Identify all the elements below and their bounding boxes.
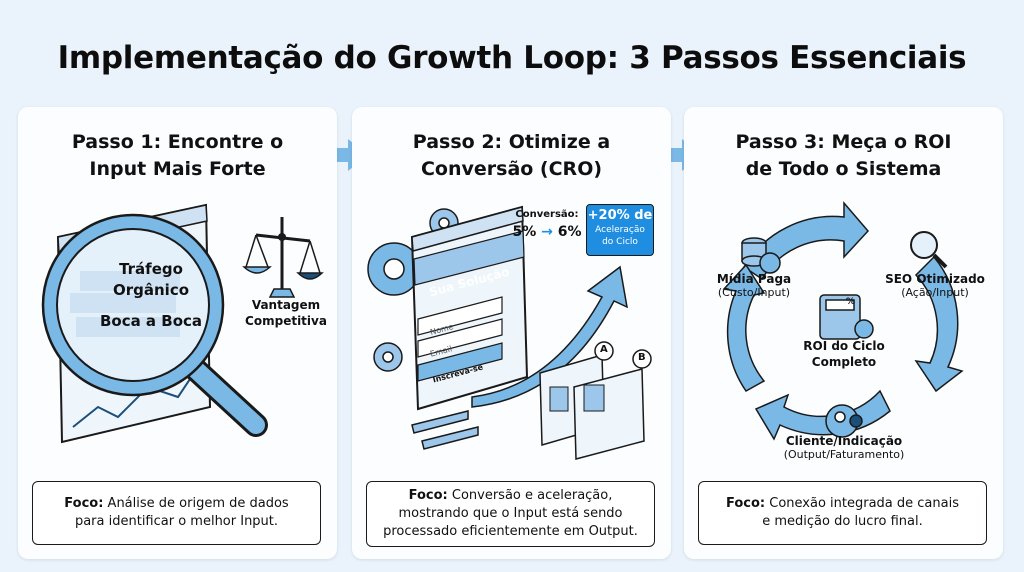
page-title: Implementação do Growth Loop: 3 Passos E… (57, 40, 967, 76)
magnifier-icon (41, 213, 268, 437)
step-3-title: Passo 3: Meça o ROI de Todo o Sistema (735, 131, 952, 180)
step-1-card: Passo 1: Encontre o Input Mais Forte (18, 107, 337, 559)
client-label: Cliente/Indicação (Output/Faturamento) (783, 434, 905, 461)
roi-label: ROI do Ciclo Completo (803, 339, 885, 369)
conversion-label: Conversão: (515, 209, 579, 220)
paid-media-label: Mídia Paga (Custo/Input) (716, 272, 792, 299)
acceleration-badge: +20% de Aceleração do Ciclo (586, 204, 654, 256)
customer-icon (825, 404, 863, 438)
step-2-title: Passo 2: Otimize a Conversão (CRO) (412, 131, 611, 180)
step-3-card: Passo 3: Meça o ROI de Todo o Sistema (684, 107, 1003, 559)
step-1-title: Passo 1: Encontre o Input Mais Forte (71, 131, 284, 180)
competitive-advantage-label: Vantagem Competitiva (245, 298, 327, 328)
conversion-values: 5% → 6% (512, 224, 582, 240)
step-1-focus-box: Foco: Análise de origem de dados para id… (32, 481, 321, 545)
search-icon (910, 231, 948, 269)
variant-b-label: B (638, 352, 646, 363)
seo-label: SEO Otimizado (Ação/Input) (885, 272, 985, 299)
variant-a-label: A (600, 344, 608, 355)
coins-icon (741, 237, 781, 274)
roi-cycle-diagram (722, 200, 964, 441)
balance-scale-icon (242, 217, 324, 298)
step-3-focus-box: Foco: Conexão integrada de canais e medi… (698, 481, 987, 545)
arrow-right-icon: → (541, 224, 553, 240)
lens-label: Tráfego Orgânico Boca a Boca (99, 260, 203, 330)
magnifier-dashboard-illustration (41, 203, 324, 444)
signup-form-icon (410, 205, 529, 411)
calc-percent: % (846, 297, 856, 307)
wrench-icon (411, 410, 479, 450)
conversion-illustration (367, 205, 652, 460)
ab-test-pages-icon (539, 341, 652, 460)
step-2-card: Passo 2: Otimize a Conversão (CRO) (352, 107, 671, 559)
growth-arrow-icon (471, 265, 628, 408)
gear-icon (367, 208, 459, 372)
calculator-icon (819, 294, 874, 340)
step-2-focus-box: Foco: Conversão e aceleração, mostrando … (366, 481, 655, 547)
